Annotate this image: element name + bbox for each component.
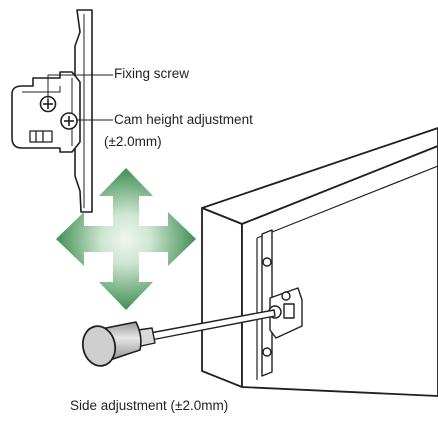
screwdriver-icon <box>81 309 276 367</box>
door-panel <box>201 127 438 397</box>
screwdriver-handle-end <box>81 325 117 367</box>
fixing-screw-label: Fixing screw <box>114 66 190 81</box>
hinge-detail <box>11 9 113 213</box>
fixing-screw-leader <box>47 74 113 104</box>
door-hinge-bracket <box>261 229 303 377</box>
cam-height-range-label: (±2.0mm) <box>104 134 162 149</box>
four-way-arrow-icon <box>56 168 196 310</box>
cam-screw-icon <box>60 112 78 130</box>
side-adjustment-label: Side adjustment (±2.0mm) <box>70 398 229 413</box>
cam-height-adjustment-label: Cam height adjustment <box>114 112 253 127</box>
